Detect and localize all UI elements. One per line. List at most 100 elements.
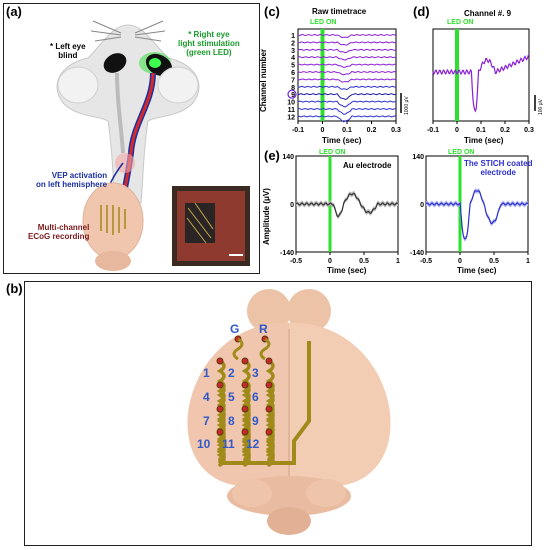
right-hemisphere: [289, 322, 391, 486]
panel-d-xtick-label: 0.2: [500, 127, 510, 134]
channel-trace-3: [297, 48, 397, 54]
panel-e-right-xlabel: Time (sec): [457, 266, 497, 275]
channel-label-5: 5: [291, 63, 295, 70]
panel-d-xtick-label: 0.3: [524, 127, 534, 134]
vep-label: VEP activation on left hemisphere: [36, 171, 108, 189]
panel-e-left-xlabel: Time (sec): [327, 266, 367, 275]
chartE1-ytick-label: -140: [280, 250, 294, 257]
panel-e-left-chart: 140 0 -140-0.5 0 0.5 1: [280, 154, 400, 265]
panel-d-xtick-label: -0.1: [427, 127, 439, 134]
panel-e-led-left: LED ON: [319, 149, 346, 156]
electrode-12: [265, 428, 273, 436]
electrode-bus: [220, 341, 311, 465]
panel-c-xtick-label: 0: [321, 127, 325, 134]
chartE1-xtick-label: 1: [396, 258, 400, 265]
panel-a-label: (a): [6, 4, 22, 19]
electrode-label-2: 2: [228, 366, 235, 380]
panel-d-led-bar: [455, 29, 459, 121]
panel-e-led-right: LED ON: [448, 149, 475, 156]
channel-label-11: 11: [288, 107, 296, 114]
channel-trace-4: [297, 56, 397, 61]
panel-e-right-chart: 140 0 -140-0.5 0 0.5 1: [410, 154, 530, 265]
channel-trace-11: [297, 107, 397, 115]
panel-d-xtick-label: 0: [455, 127, 459, 134]
panel-c-xlabel: Time (sec): [322, 136, 362, 145]
chartE2-xtick-label: -0.5: [420, 258, 432, 265]
panel-d-label: (d): [413, 4, 430, 19]
panel-e-left-title: Au electrode: [343, 161, 392, 170]
chartE2-xtick-label: 0.5: [489, 258, 499, 265]
electrode-label-1: 1: [203, 366, 210, 380]
channel-trace-12: [297, 115, 397, 123]
chartE2-ytick-label: -140: [410, 250, 424, 257]
channel-label-3: 3: [291, 48, 295, 55]
electrode-1: [216, 357, 224, 365]
channel-label-12: 12: [287, 114, 295, 121]
chartE1-ytick-label: 140: [282, 154, 294, 161]
chartE2-trace: [425, 190, 529, 240]
left-hemisphere: [187, 322, 289, 486]
channel-9-highlight: [287, 89, 297, 99]
ground-trace: [232, 337, 244, 361]
chartE2-error-band: [426, 188, 528, 242]
panel-b-label: (b): [6, 281, 23, 296]
channel-9-trace: [432, 54, 530, 113]
channel-trace-1: [297, 33, 397, 39]
panel-e-label: (e): [264, 148, 280, 163]
ecog-label: Multi-channel ECoG recording: [28, 223, 90, 241]
electrode-label-8: 8: [228, 414, 235, 428]
electrode-9: [265, 405, 273, 413]
panel-d-xlabel: Time (sec): [464, 136, 504, 145]
chartE2-ytick-label: 140: [412, 154, 424, 161]
channel-label-6: 6: [291, 70, 295, 77]
channel-label-4: 4: [291, 55, 295, 62]
mouse-illustration: [56, 20, 252, 271]
chartE1-xtick-label: 0.5: [359, 258, 369, 265]
electrode-2: [241, 357, 249, 365]
channel-trace-7: [297, 78, 397, 83]
chartE1-xtick-label: -0.5: [290, 258, 302, 265]
channel-trace-5: [297, 63, 397, 69]
chartE1-ytick-label: 0: [290, 202, 294, 209]
electrode-label-3: 3: [252, 366, 259, 380]
electrode-11: [241, 428, 249, 436]
chartE2-ytick-label: 0: [420, 202, 424, 209]
chartE2-xtick-label: 1: [526, 258, 530, 265]
panel-c-xtick-label: 0.1: [342, 127, 352, 134]
green-led: [149, 58, 161, 68]
panel-c-xtick-label: 0.2: [367, 127, 377, 134]
channel-label-9: 9: [291, 92, 295, 99]
chartE1-trace: [295, 192, 399, 218]
panel-c-xtick-label: -0.1: [292, 127, 304, 134]
reference-trace: [259, 337, 271, 361]
channel-trace-10: [297, 100, 397, 108]
electrode-label-6: 6: [252, 390, 259, 404]
channel-label-1: 1: [291, 33, 295, 40]
electrode-label-12: 12: [246, 437, 260, 451]
channel-label-2: 2: [291, 40, 295, 47]
panel-d-title: Channel #. 9: [464, 9, 512, 18]
channel-label-8: 8: [291, 85, 295, 92]
electrode-trace-12: [265, 430, 275, 464]
panel-c-scalebar-label: 1000 μV: [404, 96, 410, 115]
panel-c-led-bar: [320, 29, 325, 121]
panel-c-title: Raw timetrace: [312, 7, 367, 16]
panel-e-ylabel: Amplitude (μV): [262, 188, 271, 245]
chartE2-xtick-label: 0: [458, 258, 462, 265]
electrode-label-10: 10: [197, 437, 211, 451]
electrode-10: [216, 428, 224, 436]
electrode-trace-10: [216, 430, 226, 464]
chartE1-xtick-label: 0: [328, 258, 332, 265]
left-eye-label: * Left eye blind: [50, 42, 86, 60]
channel-trace-8: [297, 85, 397, 91]
panel-e-right-title: The STICH coated electrode: [464, 159, 533, 177]
chartE1-error-band: [296, 190, 398, 219]
electrode-3: [265, 357, 273, 365]
electrode-7: [216, 405, 224, 413]
electrode-label-7: 7: [203, 414, 210, 428]
electrode-trace-11: [241, 430, 251, 464]
channel-label-7: 7: [291, 77, 295, 84]
